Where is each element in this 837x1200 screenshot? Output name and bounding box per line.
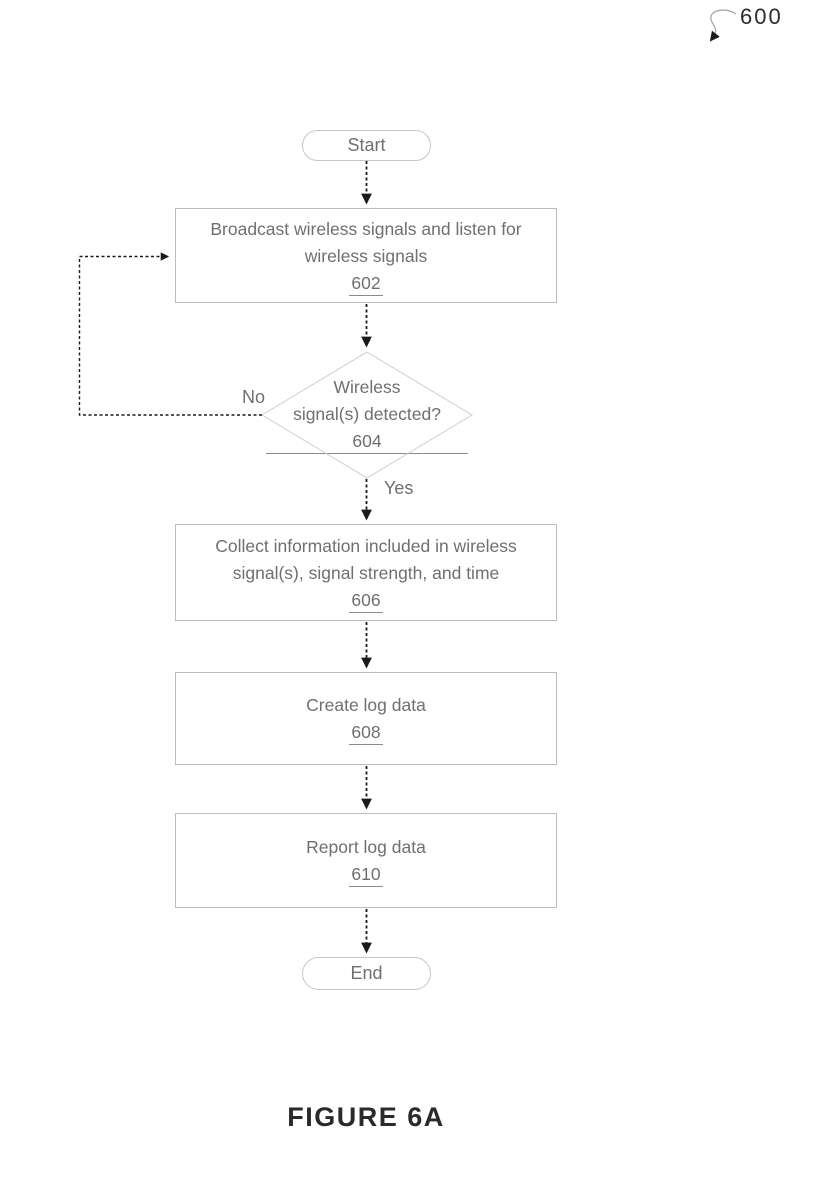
step-610-label: Report log data (306, 837, 426, 857)
start-label: Start (347, 135, 386, 155)
figure-caption: FIGURE 6A (287, 1102, 445, 1132)
branch-label-no: No (242, 387, 266, 407)
step-602-label: Broadcast wireless signals and listen fo… (210, 218, 522, 266)
figure-reference-number: 600 (740, 4, 783, 29)
step-608-label: Create log data (306, 695, 426, 715)
decision-604-line1: Wireless (333, 377, 401, 397)
flow-node-step-608: Create log data 608 (175, 672, 557, 765)
decision-604-ref: 604 (266, 430, 468, 454)
step-610-ref: 610 (349, 863, 383, 887)
flow-node-decision-604: Wireless signal(s) detected? 604 (266, 374, 468, 454)
flow-node-step-610: Report log data 610 (175, 813, 557, 908)
flow-node-end: End (302, 957, 431, 990)
end-label: End (350, 963, 383, 983)
step-606-ref: 606 (349, 589, 383, 613)
reference-leader-arrow (709, 9, 737, 42)
flow-node-step-606: Collect information included in wireless… (175, 524, 557, 621)
step-608-ref: 608 (349, 721, 383, 745)
step-606-label: Collect information included in wireless… (215, 535, 517, 583)
step-602-ref: 602 (349, 272, 383, 296)
flow-node-start: Start (302, 130, 431, 161)
branch-label-yes: Yes (384, 478, 414, 498)
decision-604-line2: signal(s) detected? (293, 404, 441, 424)
flow-node-step-602: Broadcast wireless signals and listen fo… (175, 208, 557, 303)
